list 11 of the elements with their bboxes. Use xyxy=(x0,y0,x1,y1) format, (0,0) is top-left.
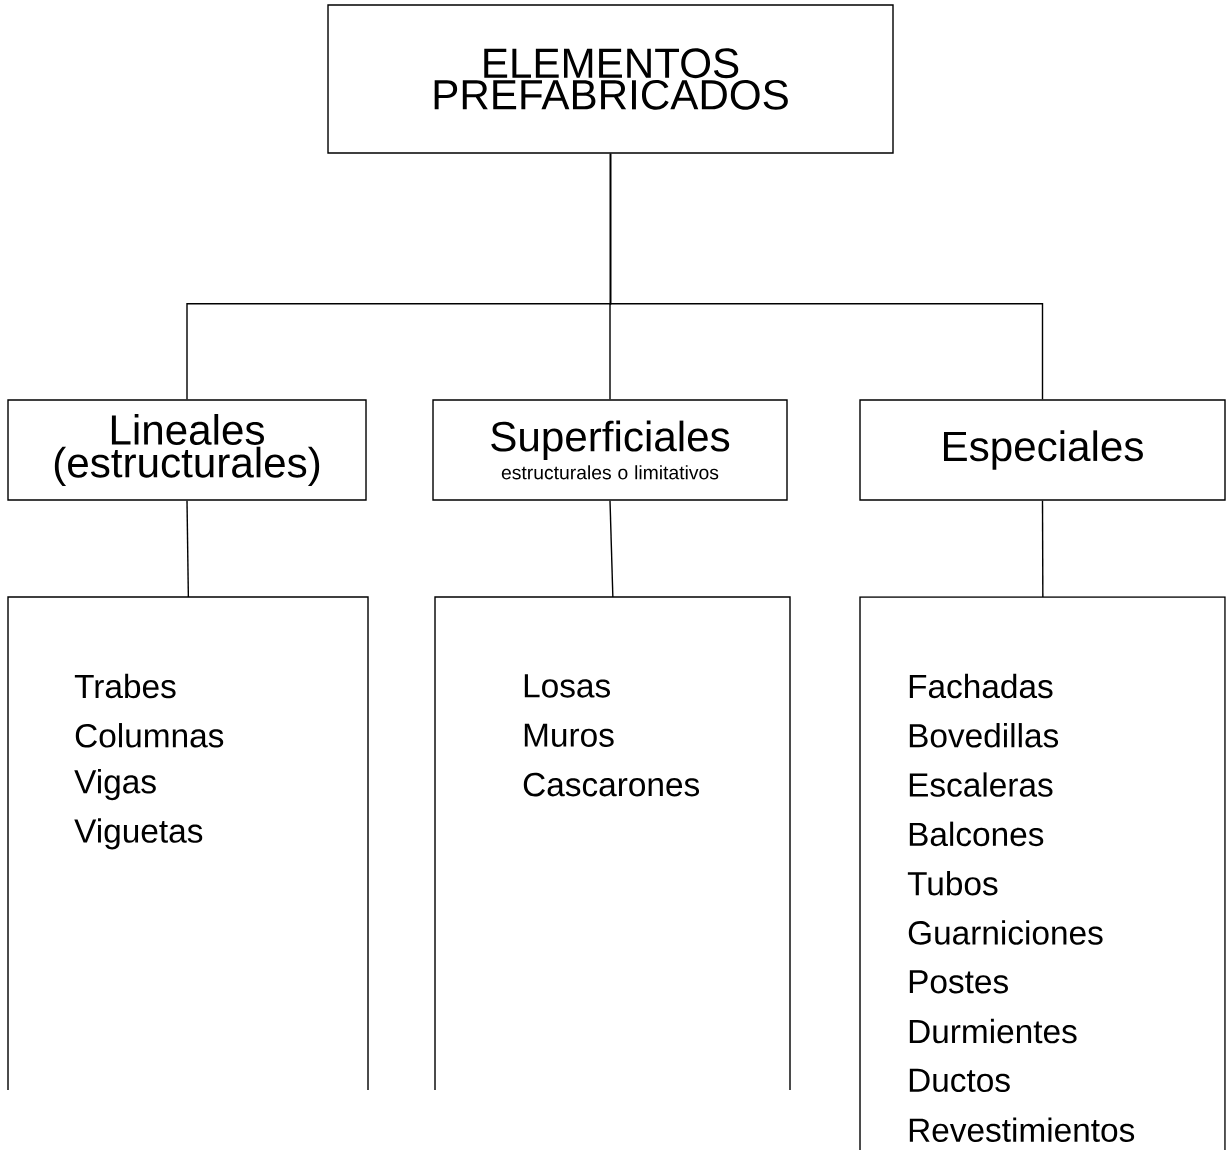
connector-line xyxy=(186,500,190,598)
list-box: Trabes Columnas Vigas Viguetas xyxy=(7,596,369,1091)
list-box: Fachadas Bovedillas Escaleras Balcones Tubos Guarniciones Postes Durmientes Ductos Revestimientos xyxy=(859,596,1226,1150)
connector-line xyxy=(609,500,614,598)
connector-line xyxy=(1041,500,1044,598)
connector-line xyxy=(609,153,1044,400)
list-box: Losas Muros Cascarones xyxy=(434,596,791,1091)
category-box: Superficiales estructurales o limitativos xyxy=(432,399,788,501)
category-box: ELEMENTOS PREFABRICADOS xyxy=(327,4,894,154)
category-box: Especiales xyxy=(859,399,1226,501)
category-box: Lineales (estructurales) xyxy=(7,399,367,501)
